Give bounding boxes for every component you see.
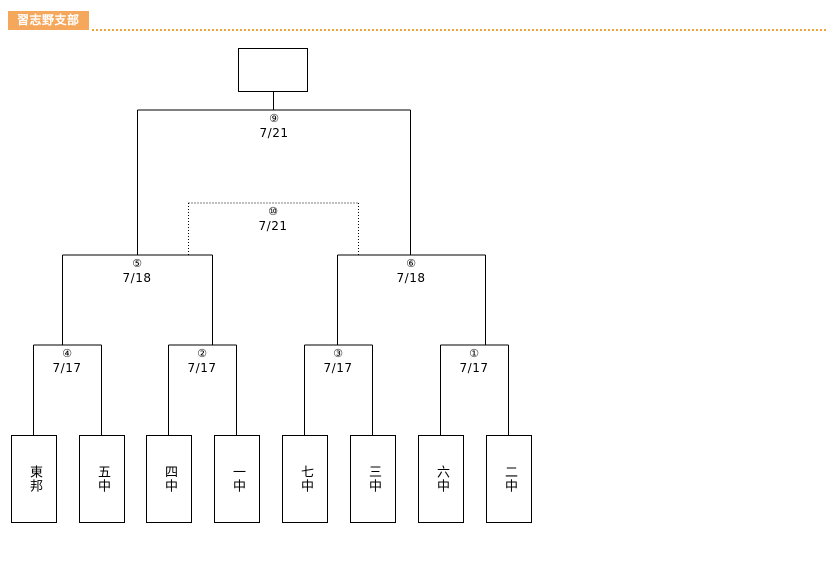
team-name: 四中 <box>162 465 177 493</box>
champion-box[interactable] <box>238 48 308 92</box>
section-badge: 習志野支部 <box>8 11 89 30</box>
team-box[interactable]: 四中 <box>146 435 192 523</box>
team-box[interactable]: 七中 <box>282 435 328 523</box>
match-node-semifinal-1[interactable]: ⑤ 7/18 <box>92 257 182 286</box>
match-date-quarterfinal-4: 7/17 <box>459 361 489 375</box>
match-date-semifinal-1: 7/18 <box>122 271 152 285</box>
match-number-semifinal-2: ⑥ <box>406 257 416 270</box>
team-box[interactable]: 二中 <box>486 435 532 523</box>
match-date-quarterfinal-1: 7/17 <box>52 361 82 375</box>
match-node-quarterfinal-1[interactable]: ④ 7/17 <box>22 347 112 376</box>
match-number-quarterfinal-1: ④ <box>62 347 72 360</box>
match-node-final[interactable]: ⑨ 7/21 <box>229 112 319 141</box>
page-header: 習志野支部 <box>0 0 834 40</box>
match-node-quarterfinal-2[interactable]: ② 7/17 <box>157 347 247 376</box>
match-node-semifinal-2[interactable]: ⑥ 7/18 <box>366 257 456 286</box>
match-number-semifinal-1: ⑤ <box>132 257 142 270</box>
match-number-final: ⑨ <box>269 112 279 125</box>
match-date-quarterfinal-3: 7/17 <box>323 361 353 375</box>
champion-name <box>239 49 307 91</box>
header-divider <box>92 29 826 31</box>
team-name: 一中 <box>230 465 245 493</box>
match-number-quarterfinal-4: ① <box>469 347 479 360</box>
bracket-diagram: ⑨ 7/21 ⑩ 7/21 ⑤ 7/18 ⑥ 7/18 ④ 7/17 ② 7/1… <box>0 40 834 561</box>
team-name: 二中 <box>502 465 517 493</box>
match-date-third-place: 7/21 <box>258 219 288 233</box>
team-name: 六中 <box>434 465 449 493</box>
match-number-quarterfinal-2: ② <box>197 347 207 360</box>
team-name: 五中 <box>95 465 110 493</box>
match-node-quarterfinal-4[interactable]: ① 7/17 <box>429 347 519 376</box>
match-node-third-place[interactable]: ⑩ 7/21 <box>228 205 318 234</box>
bracket-connectors <box>33 92 509 435</box>
team-box[interactable]: 六中 <box>418 435 464 523</box>
team-box[interactable]: 五中 <box>79 435 125 523</box>
match-node-quarterfinal-3[interactable]: ③ 7/17 <box>293 347 383 376</box>
team-name: 七中 <box>298 465 313 493</box>
third-place-connector <box>188 202 359 255</box>
team-box[interactable]: 一中 <box>214 435 260 523</box>
team-box[interactable]: 東邦 <box>11 435 57 523</box>
match-number-quarterfinal-3: ③ <box>333 347 343 360</box>
match-date-semifinal-2: 7/18 <box>396 271 426 285</box>
match-date-quarterfinal-2: 7/17 <box>187 361 217 375</box>
team-name: 東邦 <box>27 465 42 493</box>
team-box[interactable]: 三中 <box>350 435 396 523</box>
team-name: 三中 <box>366 465 381 493</box>
match-number-third-place: ⑩ <box>268 205 278 218</box>
match-date-final: 7/21 <box>259 126 289 140</box>
